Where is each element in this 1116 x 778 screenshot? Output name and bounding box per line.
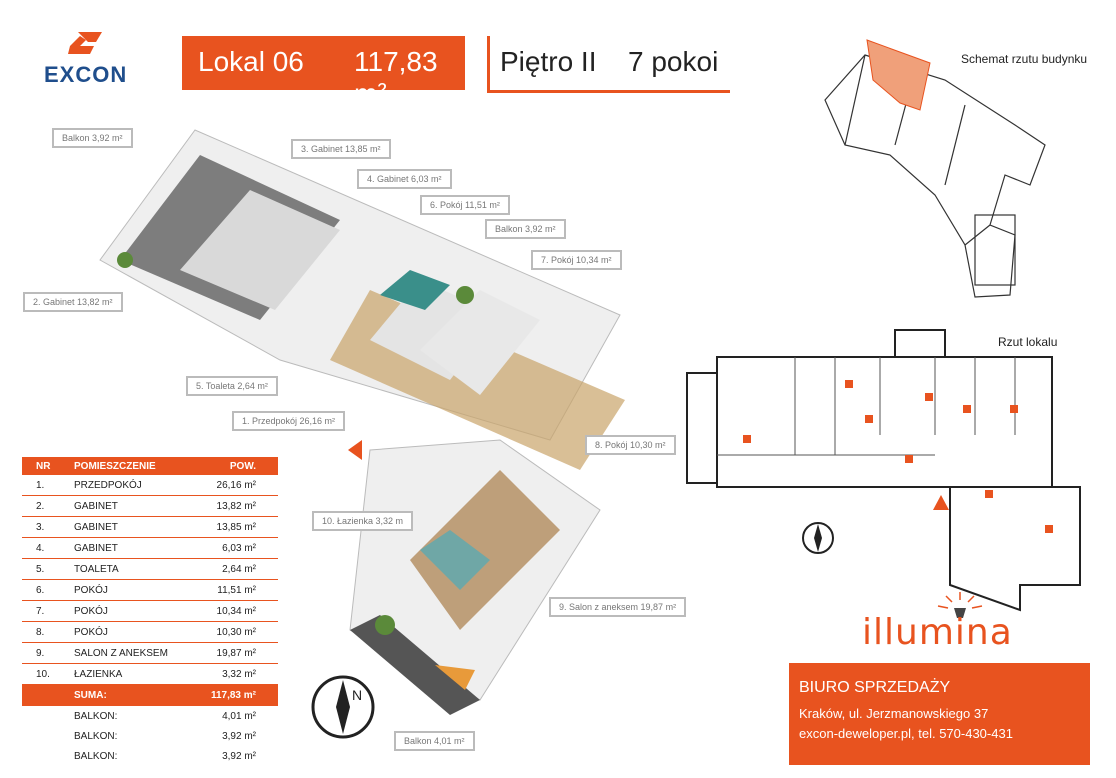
logo-text: EXCON: [44, 62, 128, 87]
compass-small-icon: [802, 522, 834, 554]
row-area: 10,30 m²: [216, 627, 256, 638]
isometric-floor-plan: [99, 129, 625, 715]
sum-label: SUMA:: [74, 690, 107, 701]
row-area: 2,64 m²: [222, 564, 256, 575]
rooms-count: 7 pokoi: [628, 46, 719, 77]
row-area: 13,82 m²: [216, 501, 256, 512]
row-room: POKÓJ: [74, 606, 108, 617]
row-area: 19,87 m²: [216, 648, 256, 659]
balcony-row: BALKON: 4,01 m²: [22, 706, 278, 726]
table-header: NR POMIESZCZENIE POW.: [22, 457, 278, 475]
unit-floor-plan: [686, 329, 1081, 612]
compass-icon: N: [311, 675, 375, 739]
balcony-area: 4,01 m²: [222, 711, 256, 722]
row-area: 3,32 m²: [222, 669, 256, 680]
rooms-table: NR POMIESZCZENIE POW. 1. PRZEDPOKÓJ 26,1…: [22, 457, 278, 766]
floor-header: Piętro II 7 pokoi: [487, 36, 730, 93]
unit-area: 117,83 m²: [354, 46, 438, 109]
row-nr: 6.: [36, 585, 45, 596]
label-balcony-1: Balkon 3,92 m²: [52, 128, 133, 148]
label-office-4: 4. Gabinet 6,03 m²: [357, 169, 452, 189]
label-room-8: 8. Pokój 10,30 m²: [585, 435, 676, 455]
table-row: 1. PRZEDPOKÓJ 26,16 m²: [22, 475, 278, 496]
sales-office-box: BIURO SPRZEDAŻY Kraków, ul. Jerzmanowski…: [789, 663, 1090, 765]
unit-header: Lokal 06 117,83 m²: [182, 36, 465, 109]
sales-address: Kraków, ul. Jerzmanowskiego 37: [799, 706, 989, 721]
table-row: 4. GABINET 6,03 m²: [22, 538, 278, 559]
floor-label: Piętro II: [500, 46, 597, 77]
table-row: 7. POKÓJ 10,34 m²: [22, 601, 278, 622]
row-room: TOALETA: [74, 564, 119, 575]
unit-number: Lokal 06: [198, 46, 304, 77]
entrance-arrow-icon: [348, 440, 362, 460]
row-room: PRZEDPOKÓJ: [74, 480, 142, 491]
excon-logo: EXCON: [40, 28, 150, 88]
building-schematic-title: Schemat rzutu budynku: [961, 52, 1088, 66]
balcony-row: BALKON: 3,92 m²: [22, 726, 278, 746]
row-nr: 9.: [36, 648, 45, 659]
row-room: ŁAZIENKA: [74, 669, 123, 680]
unit-plan-title: Rzut lokalu: [998, 335, 1058, 349]
balcony-label: BALKON:: [74, 731, 118, 742]
table-row: 10. ŁAZIENKA 3,32 m²: [22, 664, 278, 685]
header-nr: NR: [36, 461, 51, 472]
row-area: 6,03 m²: [222, 543, 256, 554]
building-schematic: [824, 39, 1046, 298]
row-room: POKÓJ: [74, 585, 108, 596]
row-nr: 3.: [36, 522, 45, 533]
row-area: 13,85 m²: [216, 522, 256, 533]
label-hallway-1: 1. Przedpokój 26,16 m²: [232, 411, 346, 431]
label-office-3: 3. Gabinet 13,85 m²: [291, 139, 391, 159]
row-nr: 5.: [36, 564, 45, 575]
label-living-9: 9. Salon z aneksem 19,87 m²: [549, 597, 687, 617]
row-nr: 4.: [36, 543, 45, 554]
lamp-icon: [937, 592, 983, 618]
row-area: 11,51 m²: [217, 585, 256, 596]
balcony-label: BALKON:: [74, 711, 118, 722]
balcony-area: 3,92 m²: [222, 731, 256, 742]
sales-contact[interactable]: excon-deweloper.pl, tel. 570-430-431: [799, 726, 1013, 741]
label-room-7: 7. Pokój 10,34 m²: [531, 250, 622, 270]
row-nr: 1.: [36, 480, 45, 491]
table-row: 8. POKÓJ 10,30 m²: [22, 622, 278, 643]
header-area: POW.: [229, 461, 256, 472]
table-row: 5. TOALETA 2,64 m²: [22, 559, 278, 580]
row-room: POKÓJ: [74, 627, 108, 638]
row-area: 10,34 m²: [216, 606, 256, 617]
row-nr: 10.: [36, 669, 50, 680]
label-balcony-3: Balkon 4,01 m²: [394, 731, 475, 751]
row-room: GABINET: [74, 522, 118, 533]
table-sum-row: SUMA: 117,83 m²: [22, 685, 278, 706]
row-area: 26,16 m²: [216, 480, 256, 491]
project-brand: illumina: [862, 612, 1013, 653]
label-toilet-5: 5. Toaleta 2,64 m²: [186, 376, 278, 396]
row-nr: 8.: [36, 627, 45, 638]
excon-mark-icon: [68, 32, 102, 54]
compass-label: N: [352, 687, 362, 703]
balcony-row: BALKON: 3,92 m²: [22, 746, 278, 766]
table-row: 2. GABINET 13,82 m²: [22, 496, 278, 517]
row-room: GABINET: [74, 501, 118, 512]
sales-title: BIURO SPRZEDAŻY: [799, 679, 951, 696]
sum-value: 117,83 m²: [210, 690, 256, 701]
label-room-6: 6. Pokój 11,51 m²: [420, 195, 510, 215]
row-room: GABINET: [74, 543, 118, 554]
header-room: POMIESZCZENIE: [74, 461, 156, 472]
row-nr: 2.: [36, 501, 45, 512]
balcony-area: 3,92 m²: [222, 751, 256, 762]
row-nr: 7.: [36, 606, 45, 617]
label-balcony-2: Balkon 3,92 m²: [485, 219, 566, 239]
table-row: 3. GABINET 13,85 m²: [22, 517, 278, 538]
label-bathroom-10: 10. Łazienka 3,32 m: [312, 511, 414, 531]
table-row: 9. SALON Z ANEKSEM 19,87 m²: [22, 643, 278, 664]
highlighted-unit: [866, 39, 931, 111]
label-office-2: 2. Gabinet 13,82 m²: [23, 292, 123, 312]
table-row: 6. POKÓJ 11,51 m²: [22, 580, 278, 601]
row-room: SALON Z ANEKSEM: [74, 648, 168, 659]
balcony-label: BALKON:: [74, 751, 118, 762]
unit-entrance-arrow-icon: [933, 495, 949, 510]
